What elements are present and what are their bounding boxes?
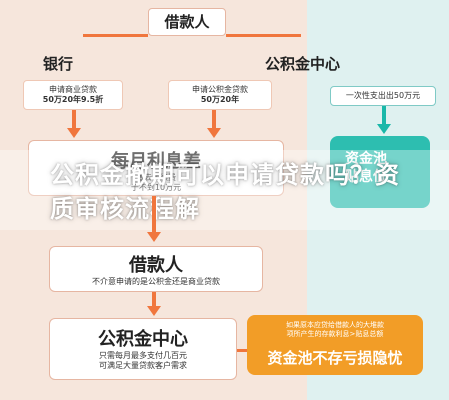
- pf-detail-line2: 50万20年: [200, 95, 240, 104]
- monthly-interest-box: 每月利息差 省去手续费 于不到10万元: [28, 140, 284, 196]
- pf-arrow-head: [207, 128, 221, 138]
- bank-detail-line1: 申请商业贷款: [49, 85, 97, 94]
- borrower-box: 借款人 不介意申请的是公积金还是商业贷款: [49, 246, 263, 292]
- risk-note-line1: 如果原本应贷给借款人的大堆款: [286, 321, 384, 329]
- lower-arrow-head: [147, 306, 161, 316]
- pf-arrow-line: [212, 110, 216, 130]
- right-detail-box: 一次性支出出50万元: [330, 86, 436, 106]
- overlay-band: [0, 150, 449, 230]
- right-arrow-line: [382, 106, 386, 126]
- connector-top-right: [226, 34, 301, 37]
- risk-box: [247, 315, 423, 375]
- monthly-interest-sub1: 省去手续费: [136, 173, 176, 182]
- fund-pool-line2: 贴息低: [345, 169, 387, 185]
- connector-top-left: [83, 34, 148, 37]
- lower-arrow-line: [152, 292, 156, 308]
- overlay-title: 公积金撤期可以申请贷款吗？资质审核流程解: [50, 161, 400, 223]
- bank-label: 银行: [43, 55, 74, 73]
- pf-center-title: 公积金中心: [98, 329, 188, 350]
- risk-note-line2: 项所产生的存款利息>贴息总额: [286, 330, 384, 338]
- top-borrower-title: 借款人: [148, 8, 226, 36]
- bank-detail-line2: 50万20年9.5折: [42, 95, 104, 104]
- bank-arrow-line: [72, 110, 76, 130]
- right-arrow-head: [377, 124, 391, 134]
- borrower-title: 借款人: [129, 255, 183, 276]
- bank-arrow-head: [67, 128, 81, 138]
- pf-detail-line1: 申请公积金贷款: [192, 85, 248, 94]
- fund-pool-text: 资金池 贴息低: [345, 150, 425, 186]
- pf-center-sub2: 可满足大量贷款客户需求: [99, 361, 187, 370]
- monthly-interest-title: 每月利息差: [111, 151, 201, 172]
- pf-center-box: 公积金中心 只需每月最多支付几百元 可满足大量贷款客户需求: [49, 318, 237, 380]
- risk-title: 资金池不存亏损隐忧: [267, 349, 403, 367]
- pf-center-label: 公积金中心: [265, 55, 341, 73]
- pf-detail-box: 申请公积金贷款 50万20年: [168, 80, 272, 110]
- bank-detail-box: 申请商业贷款 50万20年9.5折: [23, 80, 123, 110]
- fund-pool-box: [330, 136, 430, 208]
- borrower-sub: 不介意申请的是公积金还是商业贷款: [92, 277, 220, 286]
- risk-note: 如果原本应贷给借款人的大堆款 项所产生的存款利息>贴息总额: [252, 321, 418, 339]
- right-detail-line1: 一次性支出出50万元: [345, 91, 421, 100]
- pf-center-sub1: 只需每月最多支付几百元: [99, 351, 187, 360]
- mid-arrow-line: [152, 196, 156, 234]
- to-orange-arrow-line: [237, 349, 247, 352]
- monthly-interest-sub2: 于不到10万元: [130, 183, 182, 192]
- mid-arrow-head: [147, 232, 161, 242]
- fund-pool-line1: 资金池: [345, 151, 387, 167]
